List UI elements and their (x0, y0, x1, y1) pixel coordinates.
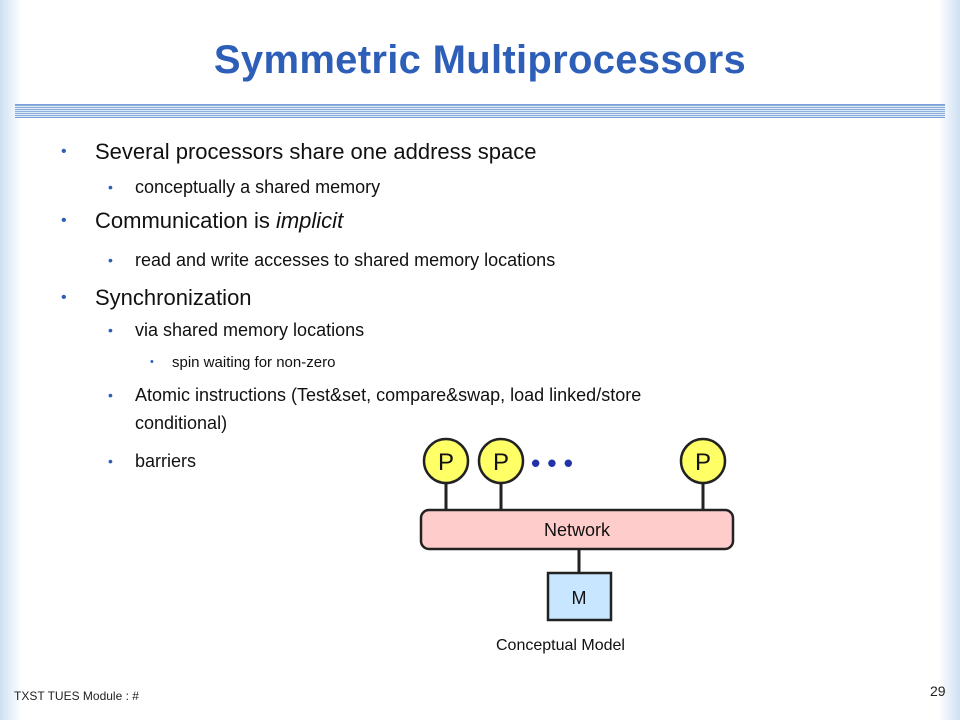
memory-label: M (572, 588, 587, 608)
title-divider (15, 104, 945, 118)
bullet-dot-icon: • (108, 387, 113, 403)
bullet-text: Synchronization (95, 285, 252, 310)
processor-node: P (679, 437, 727, 485)
bullet-item: • read and write accesses to shared memo… (108, 250, 556, 271)
bullet-item: • via shared memory locations (108, 320, 365, 341)
memory-node: M (546, 571, 613, 622)
bullet-item: • Synchronization (61, 285, 252, 311)
bullet-item: • Communication is implicit (61, 208, 344, 234)
ellipsis-icon: • • • (531, 448, 573, 478)
bullet-text: spin waiting for non-zero (172, 354, 336, 371)
processor-node: P (422, 437, 470, 485)
bullet-text: Communication is (95, 208, 276, 233)
bullet-dot-icon: • (61, 212, 67, 229)
bullet-emphasis: implicit (275, 208, 344, 233)
bullet-item: • conceptually a shared memory (108, 177, 381, 198)
footer-module-label: TXST TUES Module : # (14, 689, 139, 703)
processor-label: P (695, 449, 711, 476)
bullet-dot-icon: • (108, 252, 113, 268)
bullet-text: barriers (135, 451, 197, 471)
bullet-dot-icon: • (61, 289, 67, 306)
page-number: 29 (930, 683, 946, 699)
bullet-text: read and write accesses to shared memory… (135, 250, 556, 270)
bullet-text: via shared memory locations (135, 320, 365, 340)
bullet-dot-icon: • (61, 143, 67, 160)
processor-label: P (493, 449, 509, 476)
bullet-item: • Several processors share one address s… (61, 139, 537, 165)
processor-node: P (477, 437, 525, 485)
bullet-dot-icon: • (108, 453, 113, 469)
bullet-text: Atomic instructions (Test&set, compare&s… (135, 385, 642, 405)
bullet-dot-icon: • (108, 179, 113, 195)
slide-title: Symmetric Multiprocessors (213, 38, 747, 82)
bullet-text: conditional) (135, 413, 228, 433)
network-bus: Network (419, 508, 735, 551)
bullet-dot-icon: • (108, 322, 113, 338)
bullet-continuation: conditional) (135, 413, 227, 434)
bullet-text: Several processors share one address spa… (95, 139, 537, 164)
bullet-dot-icon: • (150, 356, 154, 368)
bullet-text: conceptually a shared memory (135, 177, 381, 197)
bullet-item: • spin waiting for non-zero (150, 354, 336, 371)
network-label: Network (544, 520, 611, 540)
processor-label: P (438, 449, 454, 476)
bullet-item: • Atomic instructions (Test&set, compare… (108, 385, 642, 406)
bullet-item: • barriers (108, 451, 197, 472)
diagram-caption: Conceptual Model (496, 637, 625, 654)
